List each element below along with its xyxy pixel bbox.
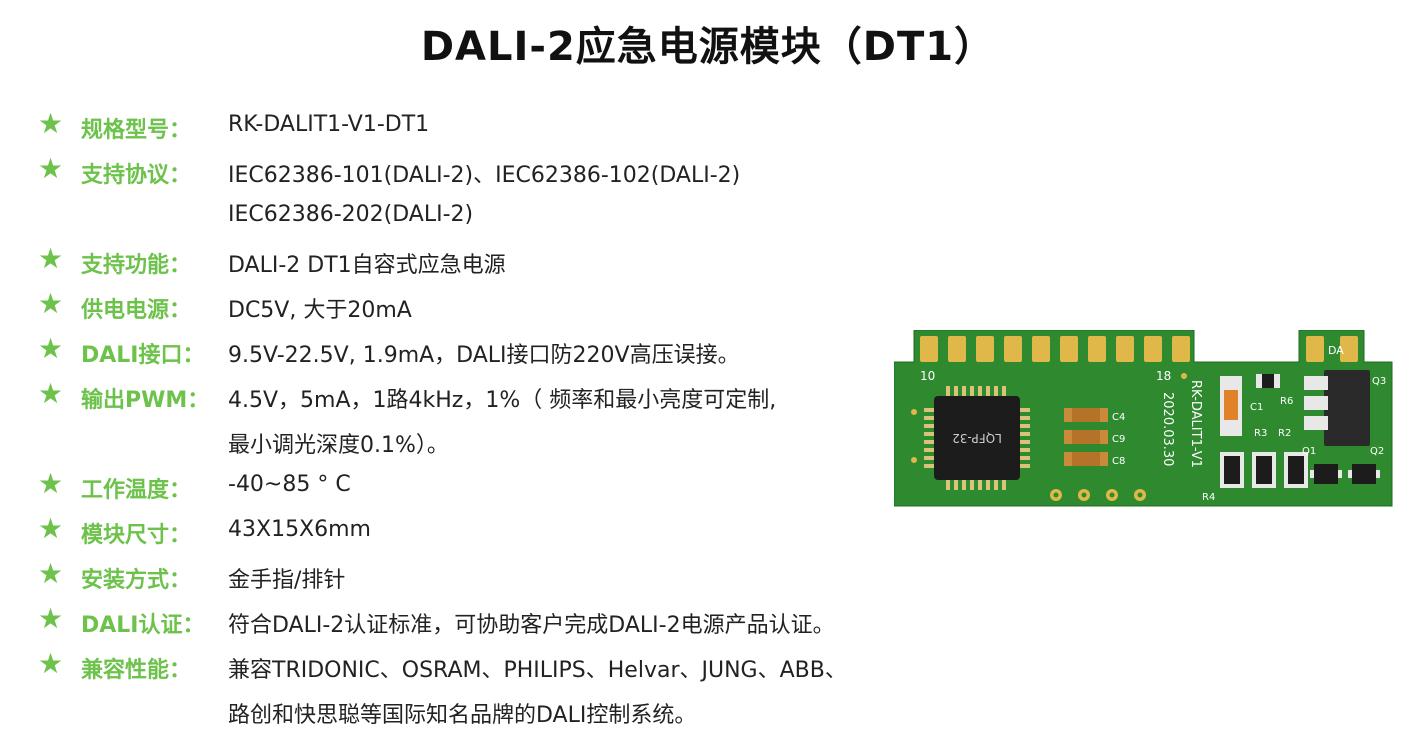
spec-row: ★ 供电电源： DC5V, 大于20mA	[38, 286, 938, 331]
spec-label: DALI接口：	[81, 343, 205, 368]
spec-value: 43X15X6mm	[228, 517, 371, 542]
component-r6: R6	[1280, 396, 1293, 407]
spec-value: 4.5V，5mA，1路4kHz，1%（ 频率和最小亮度可定制,	[228, 388, 777, 413]
spec-label: 工作温度：	[81, 478, 192, 503]
component-r2: R2	[1278, 428, 1291, 439]
star-icon: ★	[38, 242, 64, 275]
spec-row: ★ 支持协议： IEC62386-101(DALI-2)、IEC62386-10…	[38, 151, 938, 196]
lqfp-chip: LQFP-32	[924, 386, 1030, 490]
spec-value: IEC62386-101(DALI-2)、IEC62386-102(DALI-2…	[228, 163, 741, 188]
spec-label: 安装方式：	[81, 568, 192, 593]
spec-row-continued: 最小调光深度0.1%）。	[38, 421, 938, 466]
spec-value: 9.5V-22.5V, 1.9mA，DALI接口防220V高压误接。	[228, 343, 740, 368]
spec-list: ★ 规格型号： RK-DALIT1-V1-DT1 ★ 支持协议： IEC6238…	[38, 106, 938, 736]
spec-value: IEC62386-202(DALI-2)	[228, 202, 474, 227]
page-title: DALI-2应急电源模块（DT1）	[420, 24, 996, 70]
component-q3: Q3	[1372, 376, 1386, 387]
star-icon: ★	[38, 512, 64, 545]
pcb-module-image: 10 18 DA LQFP-32 C4 C9 C8 RK-DALIT1-V1 2…	[894, 330, 1393, 507]
spec-value: 最小调光深度0.1%）。	[228, 433, 449, 458]
spec-value: DC5V, 大于20mA	[228, 298, 412, 323]
star-icon: ★	[38, 467, 64, 500]
star-icon: ★	[38, 647, 64, 680]
spec-value: -40~85 ° C	[228, 472, 351, 497]
spec-row: ★ 支持功能： DALI-2 DT1自容式应急电源	[38, 241, 938, 286]
spec-row: ★ 模块尺寸： 43X15X6mm	[38, 511, 938, 556]
pin-label-left: 10	[920, 369, 935, 383]
model-silkscreen: RK-DALIT1-V1	[1188, 380, 1203, 468]
spec-row-continued: IEC62386-202(DALI-2)	[38, 196, 938, 241]
spec-row: ★ 输出PWM： 4.5V，5mA，1路4kHz，1%（ 频率和最小亮度可定制,	[38, 376, 938, 421]
component-r3: R3	[1254, 428, 1267, 439]
star-icon: ★	[38, 152, 64, 185]
spec-label: 供电电源：	[81, 298, 192, 323]
spec-value: 兼容TRIDONIC、OSRAM、PHILIPS、Helvar、JUNG、ABB…	[228, 658, 847, 683]
spec-row: ★ DALI接口： 9.5V-22.5V, 1.9mA，DALI接口防220V高…	[38, 331, 938, 376]
star-icon: ★	[38, 557, 64, 590]
date-silkscreen: 2020.03.30	[1160, 392, 1175, 466]
star-icon: ★	[38, 602, 64, 635]
da-label: DA	[1328, 344, 1344, 357]
spec-value: 路创和快思聪等国际知名品牌的DALI控制系统。	[228, 703, 697, 728]
component-q2: Q2	[1370, 446, 1384, 457]
component-c9: C9	[1112, 434, 1125, 445]
spec-label: 输出PWM：	[81, 388, 210, 413]
component-q1: Q1	[1302, 446, 1316, 457]
spec-value: 符合DALI-2认证标准，可协助客户完成DALI-2电源产品认证。	[228, 613, 835, 638]
component-c1: C1	[1250, 402, 1263, 413]
spec-label: 支持功能：	[81, 253, 192, 278]
spec-value: RK-DALIT1-V1-DT1	[228, 112, 430, 137]
spec-row: ★ 兼容性能： 兼容TRIDONIC、OSRAM、PHILIPS、Helvar、…	[38, 646, 938, 691]
pin-label-right: 18	[1156, 369, 1171, 383]
spec-row: ★ 工作温度： -40~85 ° C	[38, 466, 938, 511]
spec-row: ★ 规格型号： RK-DALIT1-V1-DT1	[38, 106, 938, 151]
spec-label: 兼容性能：	[81, 658, 192, 683]
spec-row: ★ 安装方式： 金手指/排针	[38, 556, 938, 601]
component-c8: C8	[1112, 456, 1125, 467]
star-icon: ★	[38, 107, 64, 140]
component-r4: R4	[1202, 492, 1215, 503]
component-c4: C4	[1112, 412, 1125, 423]
spec-row-continued: 路创和快思聪等国际知名品牌的DALI控制系统。	[38, 691, 938, 736]
star-icon: ★	[38, 332, 64, 365]
chip-label: LQFP-32	[952, 431, 1002, 445]
spec-value: DALI-2 DT1自容式应急电源	[228, 253, 506, 278]
star-icon: ★	[38, 287, 64, 320]
spec-label: 支持协议：	[81, 163, 192, 188]
spec-row: ★ DALI认证： 符合DALI-2认证标准，可协助客户完成DALI-2电源产品…	[38, 601, 938, 646]
spec-label: 模块尺寸：	[81, 523, 192, 548]
spec-label: 规格型号：	[81, 118, 192, 143]
spec-label: DALI认证：	[81, 613, 205, 638]
star-icon: ★	[38, 377, 64, 410]
spec-value: 金手指/排针	[228, 568, 346, 593]
